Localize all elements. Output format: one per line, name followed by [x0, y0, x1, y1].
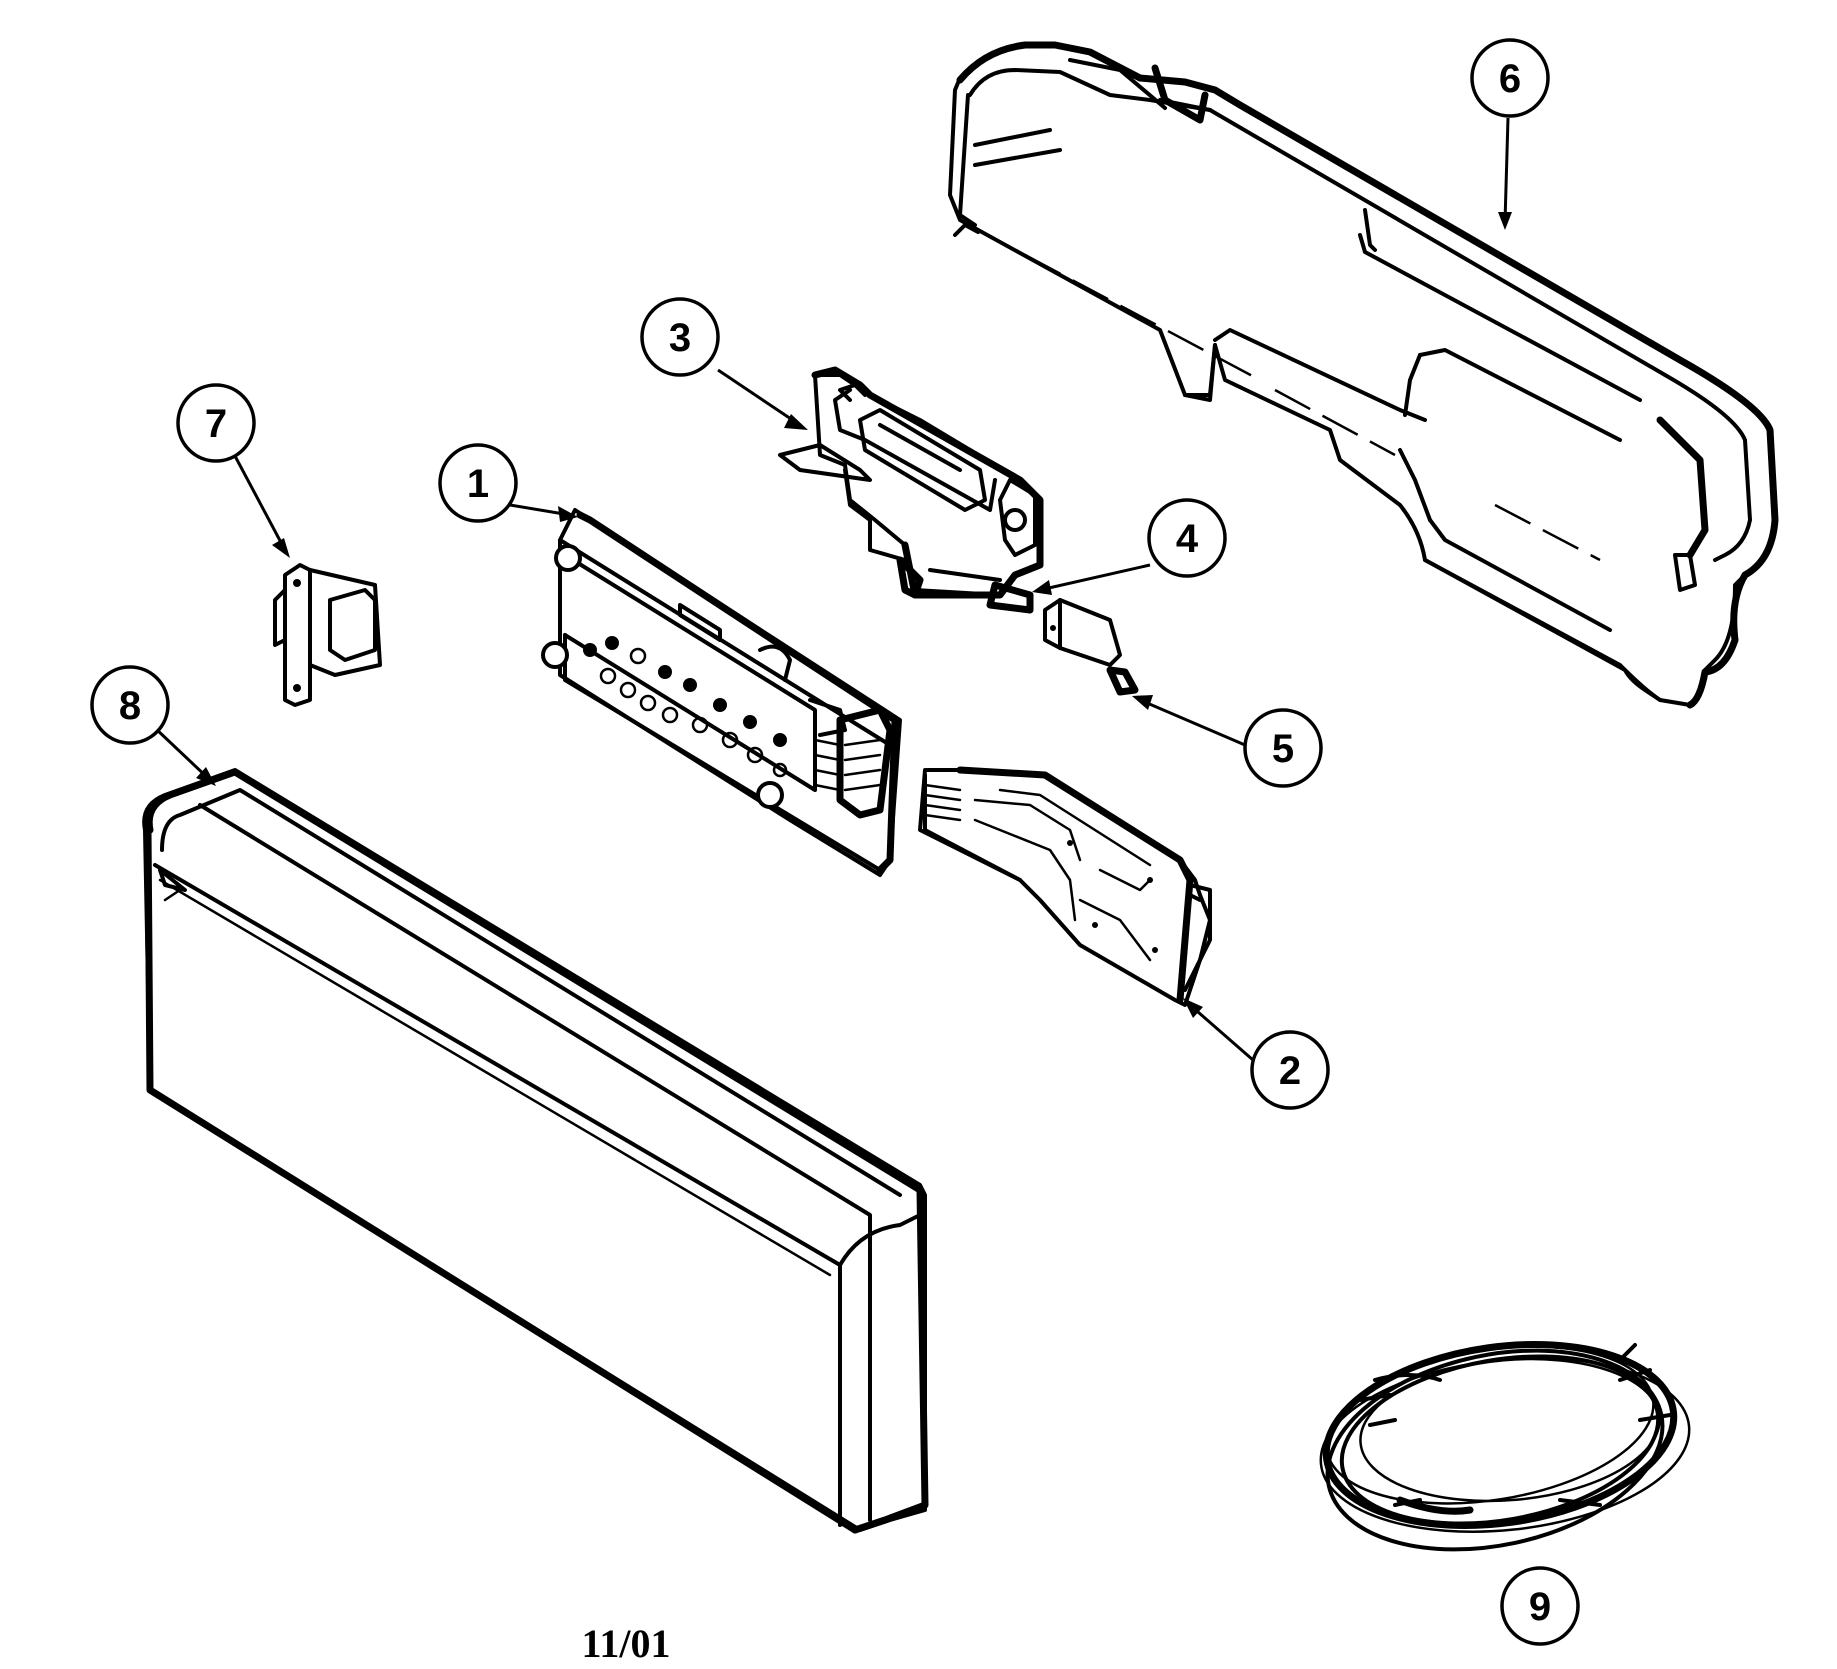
- callout-5-label: 5: [1272, 727, 1294, 771]
- part-5-microswitch: [1043, 598, 1139, 696]
- part-6-console-housing: [948, 41, 1779, 709]
- callout-7-label: 7: [205, 402, 227, 446]
- part-9-wire-harness: [1319, 1341, 1691, 1552]
- callout-6-label: 6: [1499, 57, 1521, 101]
- callout-4-label: 4: [1176, 517, 1199, 561]
- callout-9: 9: [1500, 1566, 1580, 1646]
- part-8-control-panel: [142, 768, 929, 1534]
- callout-leaders: [153, 117, 1512, 1062]
- callout-5: 5: [1243, 708, 1323, 788]
- part-3-latch-assembly: [778, 366, 1044, 614]
- callout-3-label: 3: [669, 316, 691, 360]
- part-1-control-board: [541, 508, 902, 877]
- callout-2: 2: [1250, 1030, 1330, 1110]
- callout-2-label: 2: [1279, 1049, 1301, 1093]
- revision-date: 11/01: [582, 1621, 671, 1666]
- part-7-switch: [273, 563, 382, 707]
- callout-8-label: 8: [119, 684, 141, 728]
- callout-6: 6: [1470, 38, 1550, 118]
- control-board-buttons: [583, 636, 788, 778]
- callout-8: 8: [90, 665, 170, 745]
- part-2-circuit-board: [918, 766, 1212, 1007]
- callout-7: 7: [176, 383, 256, 463]
- callout-1: 1: [438, 443, 518, 523]
- callout-1-label: 1: [467, 462, 489, 506]
- callout-4: 4: [1147, 498, 1227, 578]
- callout-9-label: 9: [1529, 1585, 1551, 1629]
- callout-3: 3: [640, 297, 720, 377]
